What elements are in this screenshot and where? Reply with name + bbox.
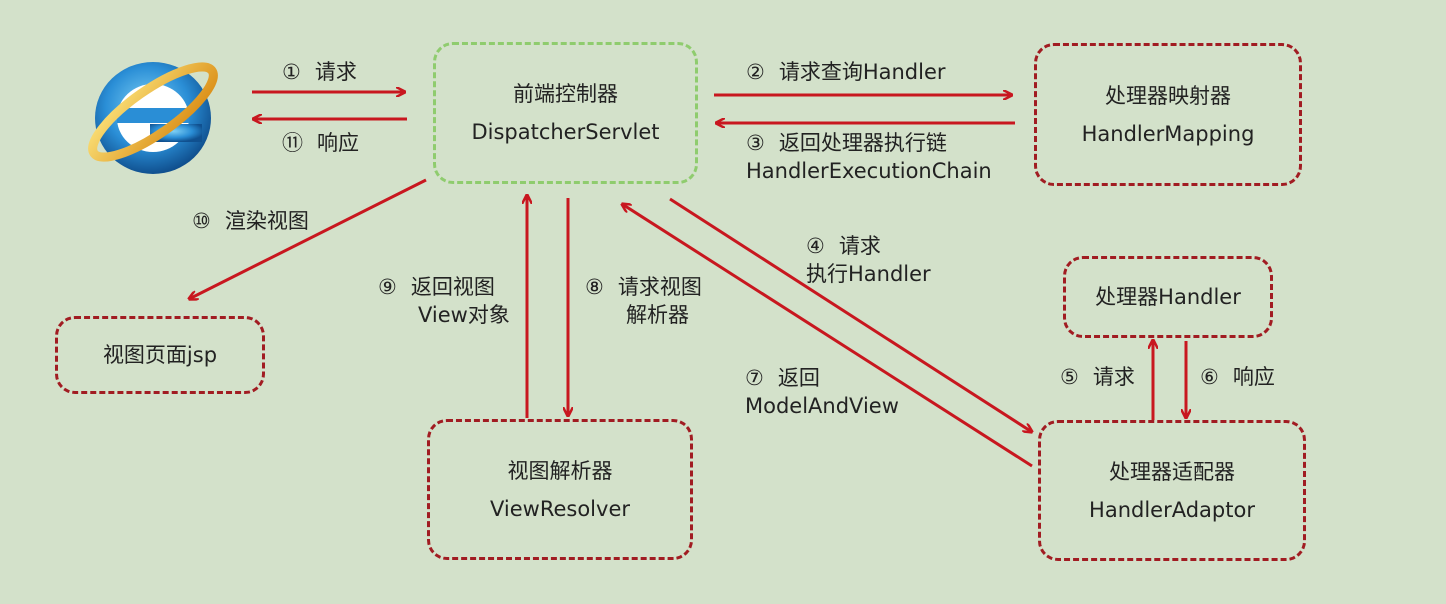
- handler-mapping-box: 处理器映射器 HandlerMapping: [1034, 43, 1302, 186]
- step-1-number: ①: [282, 60, 301, 84]
- dispatcher-servlet-box: 前端控制器 DispatcherServlet: [433, 42, 698, 184]
- step-4-number: ④: [806, 234, 825, 258]
- step-10-number: ⑩: [192, 209, 211, 233]
- dispatcher-title: 前端控制器: [513, 82, 618, 106]
- view-resolver-title: 视图解析器: [507, 458, 613, 483]
- step-3-text-line2: HandlerExecutionChain: [746, 159, 992, 183]
- step-8-label: ⑧ 请求视图: [585, 274, 702, 300]
- step-4-text: 请求: [838, 234, 881, 258]
- arrow-10-render-view: [189, 178, 427, 299]
- step-11-number: ⑪: [282, 131, 303, 155]
- step-8-text-line2: 解析器: [626, 303, 689, 327]
- step-9-number: ⑨: [378, 275, 397, 299]
- handler-mapping-name: HandlerMapping: [1081, 121, 1255, 146]
- step-6-label: ⑥ 响应: [1200, 364, 1275, 390]
- step-5-number: ⑤: [1060, 365, 1079, 389]
- step-7-label: ⑦ 返回: [745, 365, 820, 391]
- step-7-text-line2: ModelAndView: [745, 394, 899, 418]
- arrow-7-return-modelandview: [622, 204, 1033, 468]
- step-7-number: ⑦: [745, 366, 764, 390]
- handler-mapping-title: 处理器映射器: [1105, 83, 1231, 108]
- step-2-label: ② 请求查询Handler: [746, 59, 946, 85]
- handler-box: 处理器Handler: [1063, 256, 1273, 338]
- handler-adaptor-title: 处理器适配器: [1109, 459, 1235, 484]
- step-2-number: ②: [746, 60, 765, 84]
- step-6-number: ⑥: [1200, 365, 1219, 389]
- step-4-label: ④ 请求: [806, 233, 881, 259]
- step-6-text: 响应: [1232, 365, 1275, 389]
- handler-adaptor-box: 处理器适配器 HandlerAdaptor: [1038, 420, 1306, 561]
- step-9-text: 返回视图: [410, 275, 495, 299]
- step-10-text: 渲染视图: [224, 209, 309, 233]
- step-11-text: 响应: [317, 131, 359, 155]
- step-3-label: ③ 返回处理器执行链: [746, 130, 947, 156]
- step-11-label: ⑪ 响应: [282, 130, 359, 156]
- step-9-text-line2: View对象: [418, 303, 510, 327]
- step-5-text: 请求: [1092, 365, 1135, 389]
- dispatcher-name: DispatcherServlet: [471, 120, 660, 144]
- step-9-label: ⑨ 返回视图: [378, 274, 495, 300]
- view-jsp-box: 视图页面jsp: [55, 316, 265, 394]
- arrow-4-execute-handler: [669, 197, 1032, 432]
- handler-adaptor-name: HandlerAdaptor: [1089, 497, 1255, 522]
- view-resolver-box: 视图解析器 ViewResolver: [427, 419, 693, 560]
- step-3-text: 返回处理器执行链: [778, 131, 947, 155]
- step-10-label: ⑩ 渲染视图: [192, 208, 309, 234]
- step-4-text-line2: 执行Handler: [806, 262, 931, 286]
- step-5-label: ⑤ 请求: [1060, 364, 1135, 390]
- view-resolver-name: ViewResolver: [489, 496, 630, 521]
- step-3-number: ③: [746, 131, 765, 155]
- step-1-label: ① 请求: [282, 59, 357, 85]
- step-8-text: 请求视图: [617, 275, 702, 299]
- step-7-text: 返回: [777, 366, 820, 390]
- step-1-text: 请求: [314, 60, 357, 84]
- handler-title: 处理器Handler: [1095, 285, 1241, 309]
- view-jsp-title: 视图页面jsp: [102, 343, 218, 367]
- step-2-text: 请求查询Handler: [778, 60, 946, 84]
- step-8-number: ⑧: [585, 275, 604, 299]
